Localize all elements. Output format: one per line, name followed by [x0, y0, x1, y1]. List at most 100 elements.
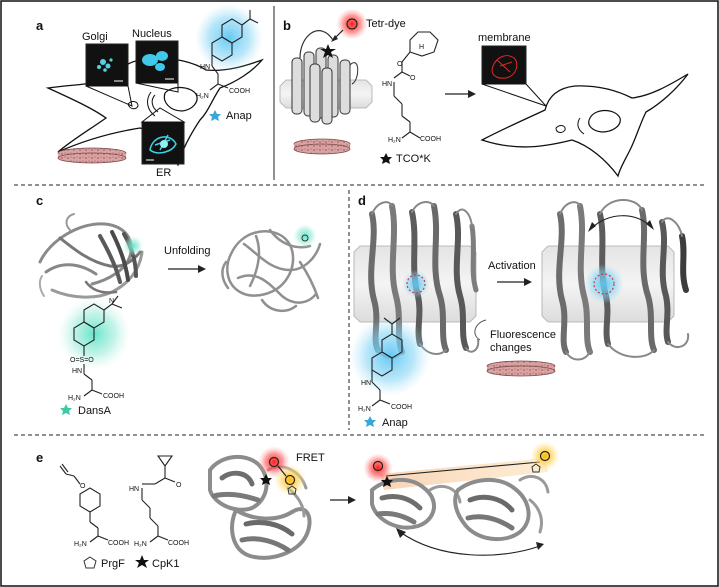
star-icon-anap-d	[364, 416, 376, 427]
anap-a-label: Anap	[226, 110, 252, 122]
anap-structure-a: HN H₂N COOH	[195, 4, 263, 100]
anap-structure-d: HN H₂N COOH	[350, 316, 430, 413]
folded-protein	[38, 213, 144, 299]
star-icon-tco	[380, 153, 392, 164]
cell-a-nucleus	[163, 86, 198, 112]
prgf-nh2: H₂N	[74, 541, 87, 548]
gpcr-loop-top	[299, 30, 334, 59]
unfolded-protein	[221, 228, 322, 313]
er-pointer	[140, 107, 186, 123]
membrane-signal	[491, 55, 518, 79]
gpcr-loop-right	[349, 62, 359, 85]
golgi-signal	[97, 58, 113, 72]
fret-acceptor-dye-closed	[284, 474, 296, 486]
fret-label: FRET	[296, 452, 325, 464]
prgf-cooh: COOH	[108, 540, 129, 547]
anap-d-nh2: H₂N	[358, 406, 371, 413]
tetr-dye-icon	[346, 18, 358, 30]
prgf-o: O	[80, 483, 86, 490]
cell-b-outline	[480, 73, 689, 178]
cell-b-er	[555, 125, 566, 133]
star-icon-tco-site	[320, 44, 336, 58]
anap-site-glow-inactive	[402, 270, 430, 298]
tco-o1: O	[397, 61, 403, 68]
prgf-label: PrgF	[101, 558, 125, 570]
fluorescence-label-line1: Fluorescence	[490, 329, 556, 341]
fret-acceptor-glow-closed	[274, 464, 306, 496]
petri-dish-d	[486, 360, 556, 377]
fluorescence-label-line2: changes	[490, 342, 532, 354]
cell-b-nucleus	[588, 109, 621, 133]
receptor-active	[556, 199, 690, 361]
gpcr-helices	[291, 47, 351, 125]
nucleus-signal	[142, 51, 168, 71]
dansa-nh: HN	[72, 368, 82, 375]
distance-beam	[380, 458, 548, 490]
tco-o2: O	[410, 75, 416, 82]
panel-a-letter: a	[36, 18, 44, 33]
unfolding-arrowhead	[198, 265, 206, 273]
anap-a-cooh: COOH	[229, 88, 250, 95]
star-icon-open	[381, 476, 393, 487]
cpk1-structure	[141, 455, 176, 543]
conformational-arrowhead-left	[588, 222, 596, 232]
fret-acceptor-glow-open	[530, 441, 560, 471]
panel-a: a Golgi Nucleus ER	[36, 4, 265, 179]
fret-donor-dye-open	[372, 460, 384, 472]
petri-dish-b	[293, 138, 351, 155]
pentagon-icon-open	[531, 463, 541, 473]
conformational-arc	[591, 215, 651, 229]
membrane-label: membrane	[478, 32, 531, 44]
golgi-pointer	[85, 85, 133, 107]
tco-h: H	[419, 44, 424, 51]
dansa-structure: N O=S=O HN H₂N COOH	[58, 295, 130, 402]
pentagon-icon-prgf	[83, 556, 97, 569]
panel-e-arrowhead	[348, 496, 356, 504]
anap-a-nh: HN	[200, 64, 210, 71]
cpk1-nh2: H₂N	[134, 541, 147, 548]
anap-d-cooh: COOH	[391, 404, 412, 411]
fret-donor-dye-closed	[268, 456, 280, 468]
tco-nh: HN	[382, 81, 392, 88]
unfolding-label: Unfolding	[164, 245, 210, 257]
cell-a-golgi	[147, 91, 159, 117]
er-signal-core	[160, 140, 168, 148]
activation-arrowhead	[524, 278, 532, 286]
star-icon-anap-a	[209, 110, 221, 121]
anap-site-glow-active	[584, 264, 624, 304]
cpk1-cooh: COOH	[168, 540, 189, 547]
panel-e: e O H₂N COOH PrgF	[36, 441, 560, 570]
prgf-structure	[59, 463, 109, 543]
dansa-label: DansA	[78, 405, 112, 417]
tetr-dye-label: Tetr-dye	[366, 18, 406, 30]
star-icon-closed	[260, 474, 272, 485]
pentagon-icon-closed	[287, 485, 297, 495]
panel-e-letter: e	[36, 450, 43, 465]
golgi-label: Golgi	[82, 31, 108, 43]
protein-complex-open	[370, 475, 550, 542]
panel-c-letter: c	[36, 193, 43, 208]
cpk1-label: CpK1	[152, 558, 180, 570]
dansa-so2: O=S=O	[70, 357, 94, 364]
tetr-dye-glow	[336, 8, 368, 40]
panel-b-letter: b	[283, 18, 291, 33]
panel-d: d Activation	[350, 193, 690, 429]
domain-motion-arrowhead-left	[396, 528, 406, 538]
tco-structure	[393, 31, 439, 139]
anap-d-nh: HN	[361, 380, 371, 387]
cell-a-er	[127, 101, 139, 110]
dansa-nh2: H₂N	[68, 395, 81, 402]
dansa-cooh: COOH	[103, 393, 124, 400]
dansa-site-glow-unfolded	[293, 224, 317, 248]
anap-a-nh2: H₂N	[196, 93, 209, 100]
fret-acceptor-dye-open	[539, 450, 551, 462]
cell-b-golgi	[577, 117, 585, 135]
panel-d-letter: d	[358, 193, 366, 208]
conformational-arrowhead-right	[646, 220, 654, 230]
domain-motion-arrowhead-right	[536, 542, 544, 550]
fret-donor-glow-open	[363, 453, 393, 483]
anap-site-marker-inactive	[406, 274, 426, 294]
cpk1-o: O	[176, 482, 182, 489]
